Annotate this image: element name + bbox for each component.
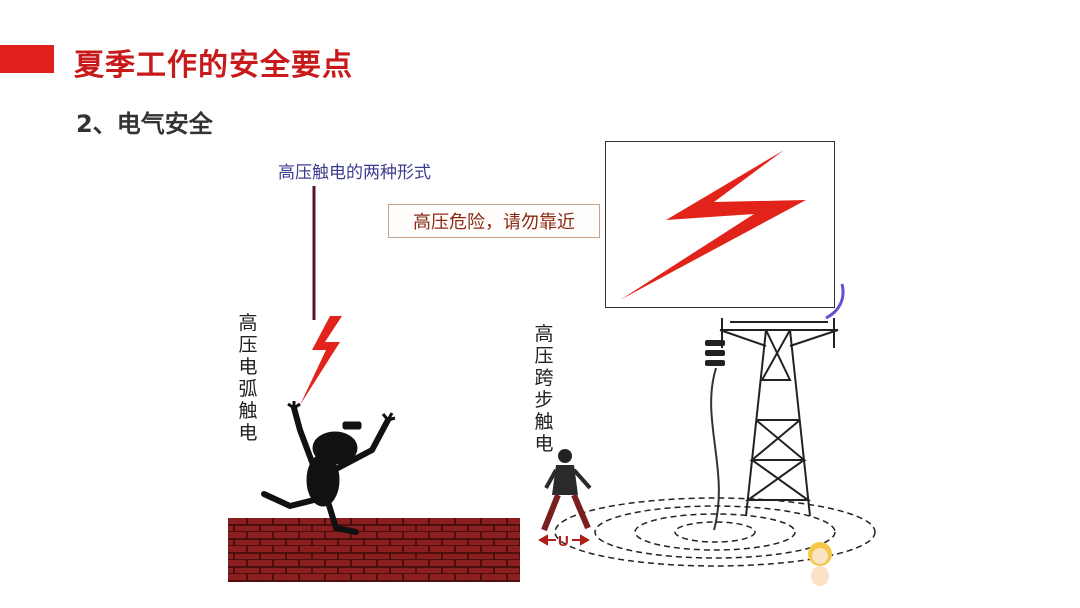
section-heading: 2、电气安全 [76, 110, 213, 138]
title-accent-bar [0, 45, 54, 73]
walking-man-icon [541, 449, 592, 532]
insulator-icon [705, 340, 725, 366]
shocked-figure-icon [261, 401, 396, 535]
fallen-wire [710, 367, 720, 531]
warning-text: 高压危险，请勿靠近 [413, 212, 575, 233]
arc-bolt-icon [300, 316, 342, 405]
step-shock-label: 高压跨步触电 [534, 323, 554, 455]
step-voltage-symbol: U [558, 533, 569, 550]
figure-caption: 高压触电的两种形式 [278, 163, 431, 183]
brick-wall [228, 518, 520, 582]
cartoon-mascot-icon [808, 542, 832, 586]
power-tower-icon [719, 318, 839, 517]
step-voltage-rings [554, 497, 876, 567]
lightning-bolt-icon [620, 150, 806, 300]
arc-shock-label: 高压电弧触电 [238, 312, 258, 444]
slide-title: 夏季工作的安全要点 [74, 48, 353, 83]
warning-box: 高压危险，请勿靠近 [388, 204, 600, 238]
step-voltage-arrow [537, 534, 591, 546]
sign-wire [825, 283, 845, 320]
high-voltage-sign [605, 141, 835, 308]
